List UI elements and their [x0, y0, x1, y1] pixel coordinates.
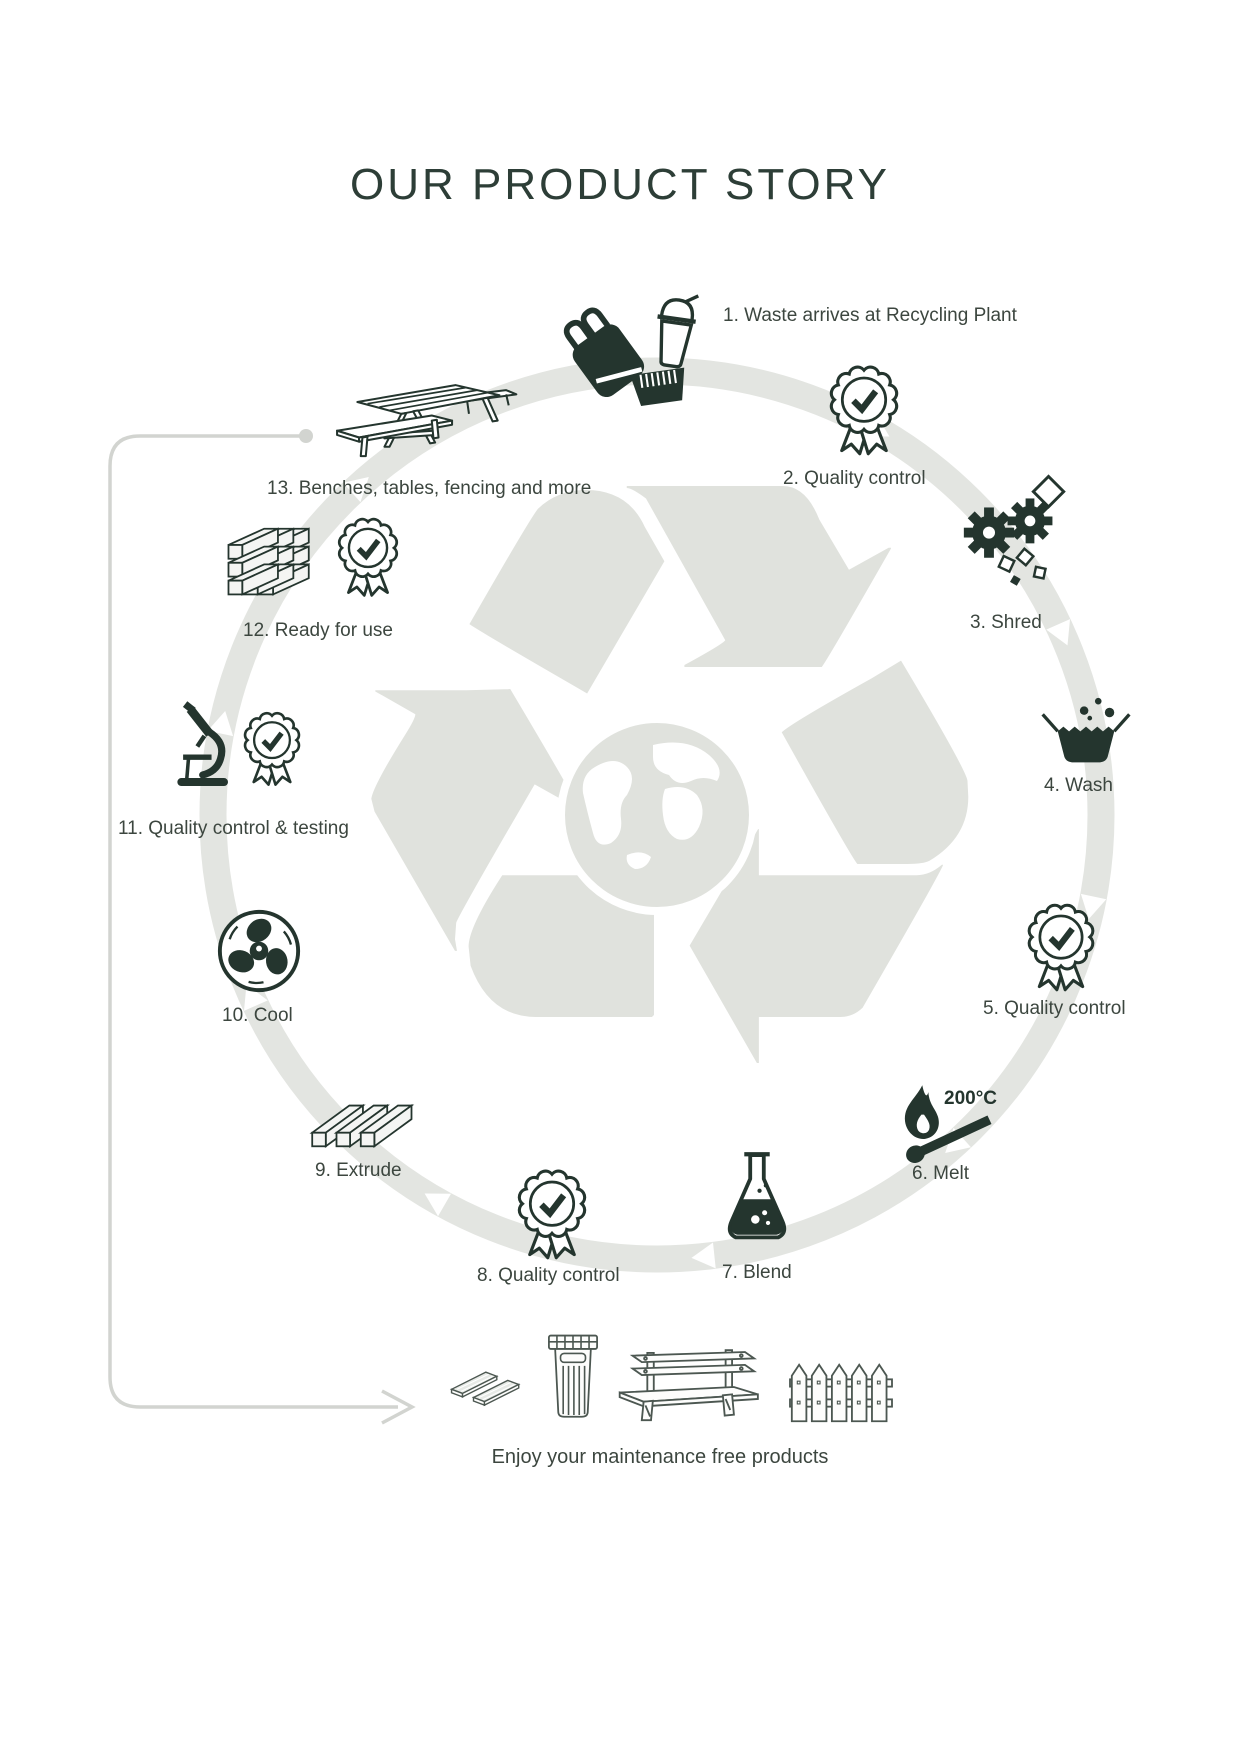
flask-icon [718, 1150, 796, 1245]
step-12-label: 12. Ready for use [243, 620, 393, 641]
footer-caption: Enjoy your maintenance free products [491, 1446, 829, 1468]
microscope-icon [176, 701, 240, 791]
connector-arrow [108, 429, 416, 1425]
globe-icon [557, 715, 757, 915]
quality-badge-icon [243, 711, 301, 789]
step-9-label: 9. Extrude [315, 1160, 402, 1181]
step-13-label: 13. Benches, tables, fencing and more [267, 478, 592, 499]
waste-basket-icon [626, 360, 692, 409]
step-10-label: 10. Cool [222, 1005, 293, 1026]
fan-icon [214, 906, 304, 996]
step-7-label: 7. Blend [722, 1262, 792, 1283]
step-6-label: 6. Melt [912, 1163, 970, 1184]
step-3-label: 3. Shred [970, 612, 1042, 633]
litter-bin-icon [548, 1332, 598, 1423]
picket-fence-icon [789, 1361, 893, 1425]
quality-badge-icon [517, 1169, 587, 1263]
bench-icon [616, 1349, 768, 1424]
step-1 [560, 292, 660, 410]
picnic-table-icon [332, 368, 518, 474]
wash-tub-icon [1033, 688, 1139, 769]
lumber-stack-icon [222, 506, 372, 605]
drink-cup-icon [650, 292, 700, 371]
shredder-gears-icon [948, 474, 1070, 598]
decking-planks-icon [449, 1366, 534, 1414]
step-8-label: 8. Quality control [477, 1265, 620, 1286]
melt-temperature: 200°C [944, 1088, 998, 1109]
step-1-label: 1. Waste arrives at Recycling Plant [723, 305, 1017, 326]
page-title: OUR PRODUCT STORY [350, 160, 890, 209]
quality-badge-icon [1027, 903, 1095, 995]
match-flame-icon [893, 1080, 1005, 1175]
quality-badge-icon [829, 365, 899, 459]
plastic-bag-icon [563, 307, 645, 398]
step-2-label: 2. Quality control [783, 468, 926, 489]
quality-badge-icon [337, 517, 399, 600]
step-4-label: 4. Wash [1044, 775, 1113, 796]
step-5-label: 5. Quality control [983, 998, 1126, 1019]
extruded-profiles-icon [305, 1082, 423, 1162]
step-11-label: 11. Quality control & testing [118, 818, 349, 839]
